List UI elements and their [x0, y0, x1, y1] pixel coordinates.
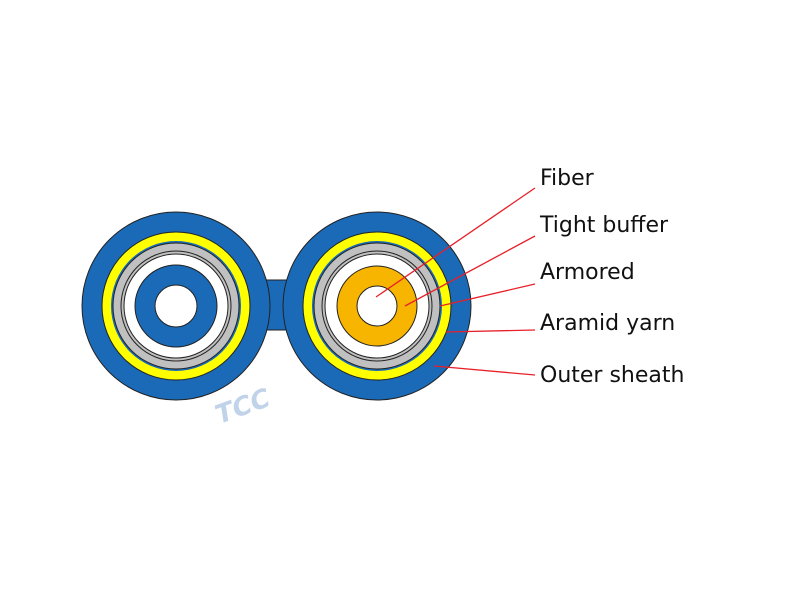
label-tight-buffer: Tight buffer	[540, 213, 669, 238]
label-armored: Armored	[540, 260, 635, 285]
label-fiber: Fiber	[540, 166, 594, 191]
leader-lines	[375, 187, 536, 376]
left-cable	[81, 211, 271, 401]
leader-outer-sheath	[433, 365, 536, 376]
label-aramid-yarn: Aramid yarn	[540, 311, 676, 336]
leader-tight-buffer	[404, 235, 536, 307]
leader-aramid-yarn	[445, 329, 536, 333]
label-outer-sheath: Outer sheath	[540, 363, 685, 388]
leader-fiber	[375, 187, 536, 298]
leader-armored	[439, 283, 536, 307]
